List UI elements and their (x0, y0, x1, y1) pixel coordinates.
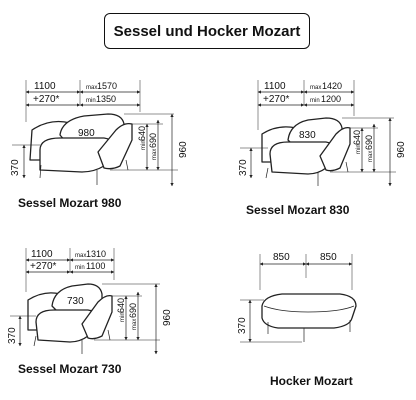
sessel-830-height: 960 (396, 141, 407, 158)
sessel-730-min-width: 1100 (86, 261, 105, 271)
sessel-980-recline: +270* (33, 94, 60, 105)
hocker-width-left: 850 (273, 252, 290, 263)
sessel-830-seat-height: 370 (238, 159, 249, 176)
svg-text:min: min (75, 265, 85, 271)
sessel-830-min-width: 1200 (321, 94, 341, 104)
caption-sessel-730: Sessel Mozart 730 (18, 362, 122, 376)
sessel-980-seat-height: 370 (10, 159, 21, 176)
caption-hocker: Hocker Mozart (270, 374, 353, 388)
sessel-980-seat-min: 640 (137, 126, 147, 141)
sessel-730-depth: 1100 (31, 249, 53, 260)
sessel-980-depth: 1100 (34, 81, 56, 92)
svg-text:max: max (310, 85, 321, 91)
sessel-830-depth: 1100 (264, 81, 286, 92)
svg-text:min: min (356, 144, 362, 154)
sessel-730-seat-height: 370 (7, 327, 18, 344)
svg-text:max: max (86, 85, 97, 91)
caption-sessel-980: Sessel Mozart 980 (18, 196, 122, 210)
sessel-830-seat-min: 640 (352, 130, 362, 145)
hocker-drawing: 850 850 370 (237, 252, 357, 343)
sessel-830-max-width: 1420 (322, 81, 342, 91)
sessel-980-height: 960 (178, 141, 189, 158)
svg-text:max: max (368, 151, 374, 162)
svg-text:min: min (86, 98, 96, 104)
svg-text:min: min (120, 312, 126, 322)
sessel-730-seat-min: 640 (116, 298, 126, 313)
svg-text:max: max (132, 319, 138, 330)
sessel-830-drawing: 1100 +270* max 1420 min 1200 830 min 640… (238, 80, 407, 187)
sessel-730-recline: +270* (30, 261, 57, 272)
sessel-830-cushion: 830 (299, 130, 316, 141)
sessel-980-drawing: 1100 +270* max 1570 min 1350 980 min 640 (10, 80, 189, 187)
sessel-830-seat-max: 690 (364, 135, 374, 150)
svg-text:min: min (310, 98, 320, 104)
hocker-height: 370 (237, 317, 248, 334)
hocker-width-right: 850 (320, 252, 337, 263)
sessel-730-max-width: 1310 (86, 249, 106, 259)
svg-text:min: min (141, 140, 147, 150)
sessel-980-seat-max: 690 (148, 133, 158, 148)
sessel-730-height: 960 (162, 309, 173, 326)
caption-sessel-830: Sessel Mozart 830 (246, 203, 350, 217)
svg-text:max: max (152, 149, 158, 160)
page-title: Sessel und Hocker Mozart (104, 13, 310, 49)
sessel-980-cushion: 980 (78, 128, 95, 139)
sessel-980-min-width: 1350 (96, 94, 116, 104)
svg-text:max: max (75, 253, 86, 259)
sessel-830-recline: +270* (263, 94, 290, 105)
sessel-980-max-width: 1570 (97, 81, 117, 91)
sessel-730-drawing: 1100 +270* max 1310 min 1100 730 min 640… (7, 248, 173, 355)
sessel-730-cushion: 730 (67, 296, 84, 307)
sessel-730-seat-max: 690 (128, 303, 138, 318)
